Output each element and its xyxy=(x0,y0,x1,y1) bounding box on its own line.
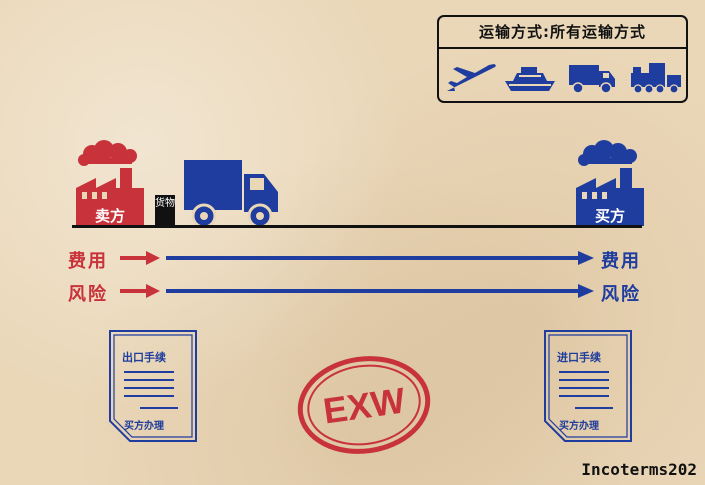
airplane-icon xyxy=(447,64,496,91)
exw-stamp: EXW xyxy=(297,356,431,454)
transport-mode-panel: 运输方式:所有运输方式 xyxy=(437,15,688,103)
risk-arrow xyxy=(120,284,594,298)
buyer-factory-icon xyxy=(576,140,644,226)
divider xyxy=(439,47,686,49)
train-icon xyxy=(631,63,681,94)
cost-arrow xyxy=(120,251,594,265)
cost-label-buyer: 费用 xyxy=(601,251,641,272)
incoterms-label: Incoterms202 xyxy=(581,460,697,479)
export-document-icon xyxy=(109,330,197,442)
delivery-truck-icon xyxy=(184,160,278,229)
import-doc-footer: 买方办理 xyxy=(559,421,599,432)
seller-factory-icon xyxy=(76,140,144,226)
risk-label-seller: 风险 xyxy=(68,284,108,305)
ship-icon xyxy=(505,67,555,91)
exw-stamp-text: EXW xyxy=(321,379,408,431)
truck-icon xyxy=(569,65,615,94)
export-doc-title: 出口手续 xyxy=(122,351,166,364)
risk-label-buyer: 风险 xyxy=(601,284,641,305)
import-doc-title: 进口手续 xyxy=(557,351,601,364)
cargo-box: 货物 xyxy=(155,195,175,225)
buyer-label: 买方 xyxy=(594,207,625,225)
seller-label: 卖方 xyxy=(94,207,125,225)
transport-mode-title: 运输方式:所有运输方式 xyxy=(479,23,646,41)
export-doc-footer: 买方办理 xyxy=(124,421,164,432)
cost-label-seller: 费用 xyxy=(68,251,108,272)
import-document-icon xyxy=(544,330,632,442)
ground-line xyxy=(72,225,642,228)
